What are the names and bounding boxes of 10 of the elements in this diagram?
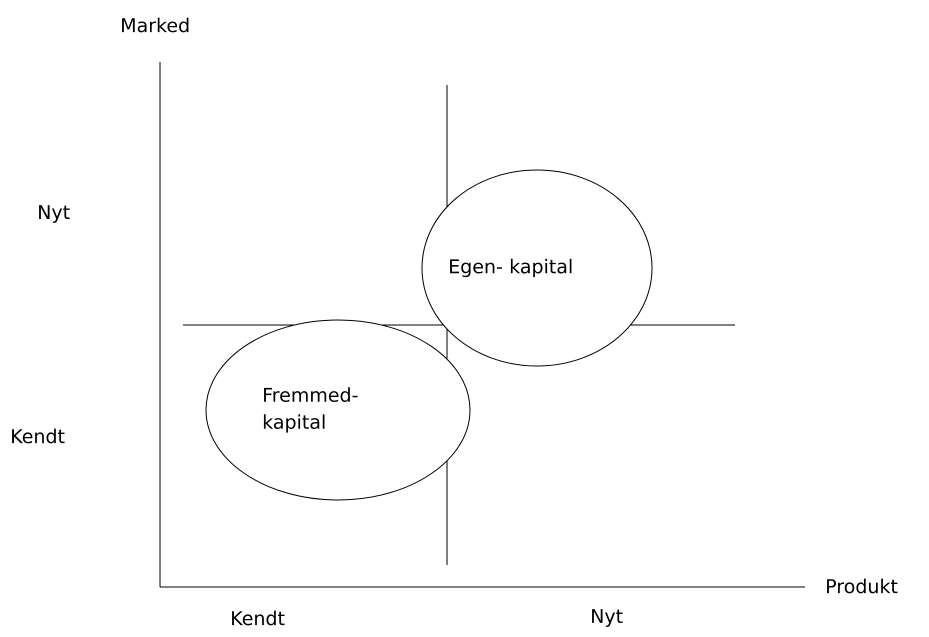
axis-label: Kendt bbox=[232, 610, 285, 626]
axis-label: Produkt bbox=[827, 578, 898, 594]
axis-label: Nyt bbox=[39, 205, 70, 223]
axis-label: Kendt bbox=[12, 428, 65, 444]
ellipse bbox=[422, 170, 652, 366]
ellipse-label: Egen- kapital bbox=[450, 258, 572, 278]
axis-label: Marked bbox=[122, 18, 188, 32]
axis-label: Nyt bbox=[592, 609, 623, 627]
ellipse-label: Fremmed- kapital bbox=[264, 387, 358, 433]
ellipse bbox=[206, 320, 470, 500]
